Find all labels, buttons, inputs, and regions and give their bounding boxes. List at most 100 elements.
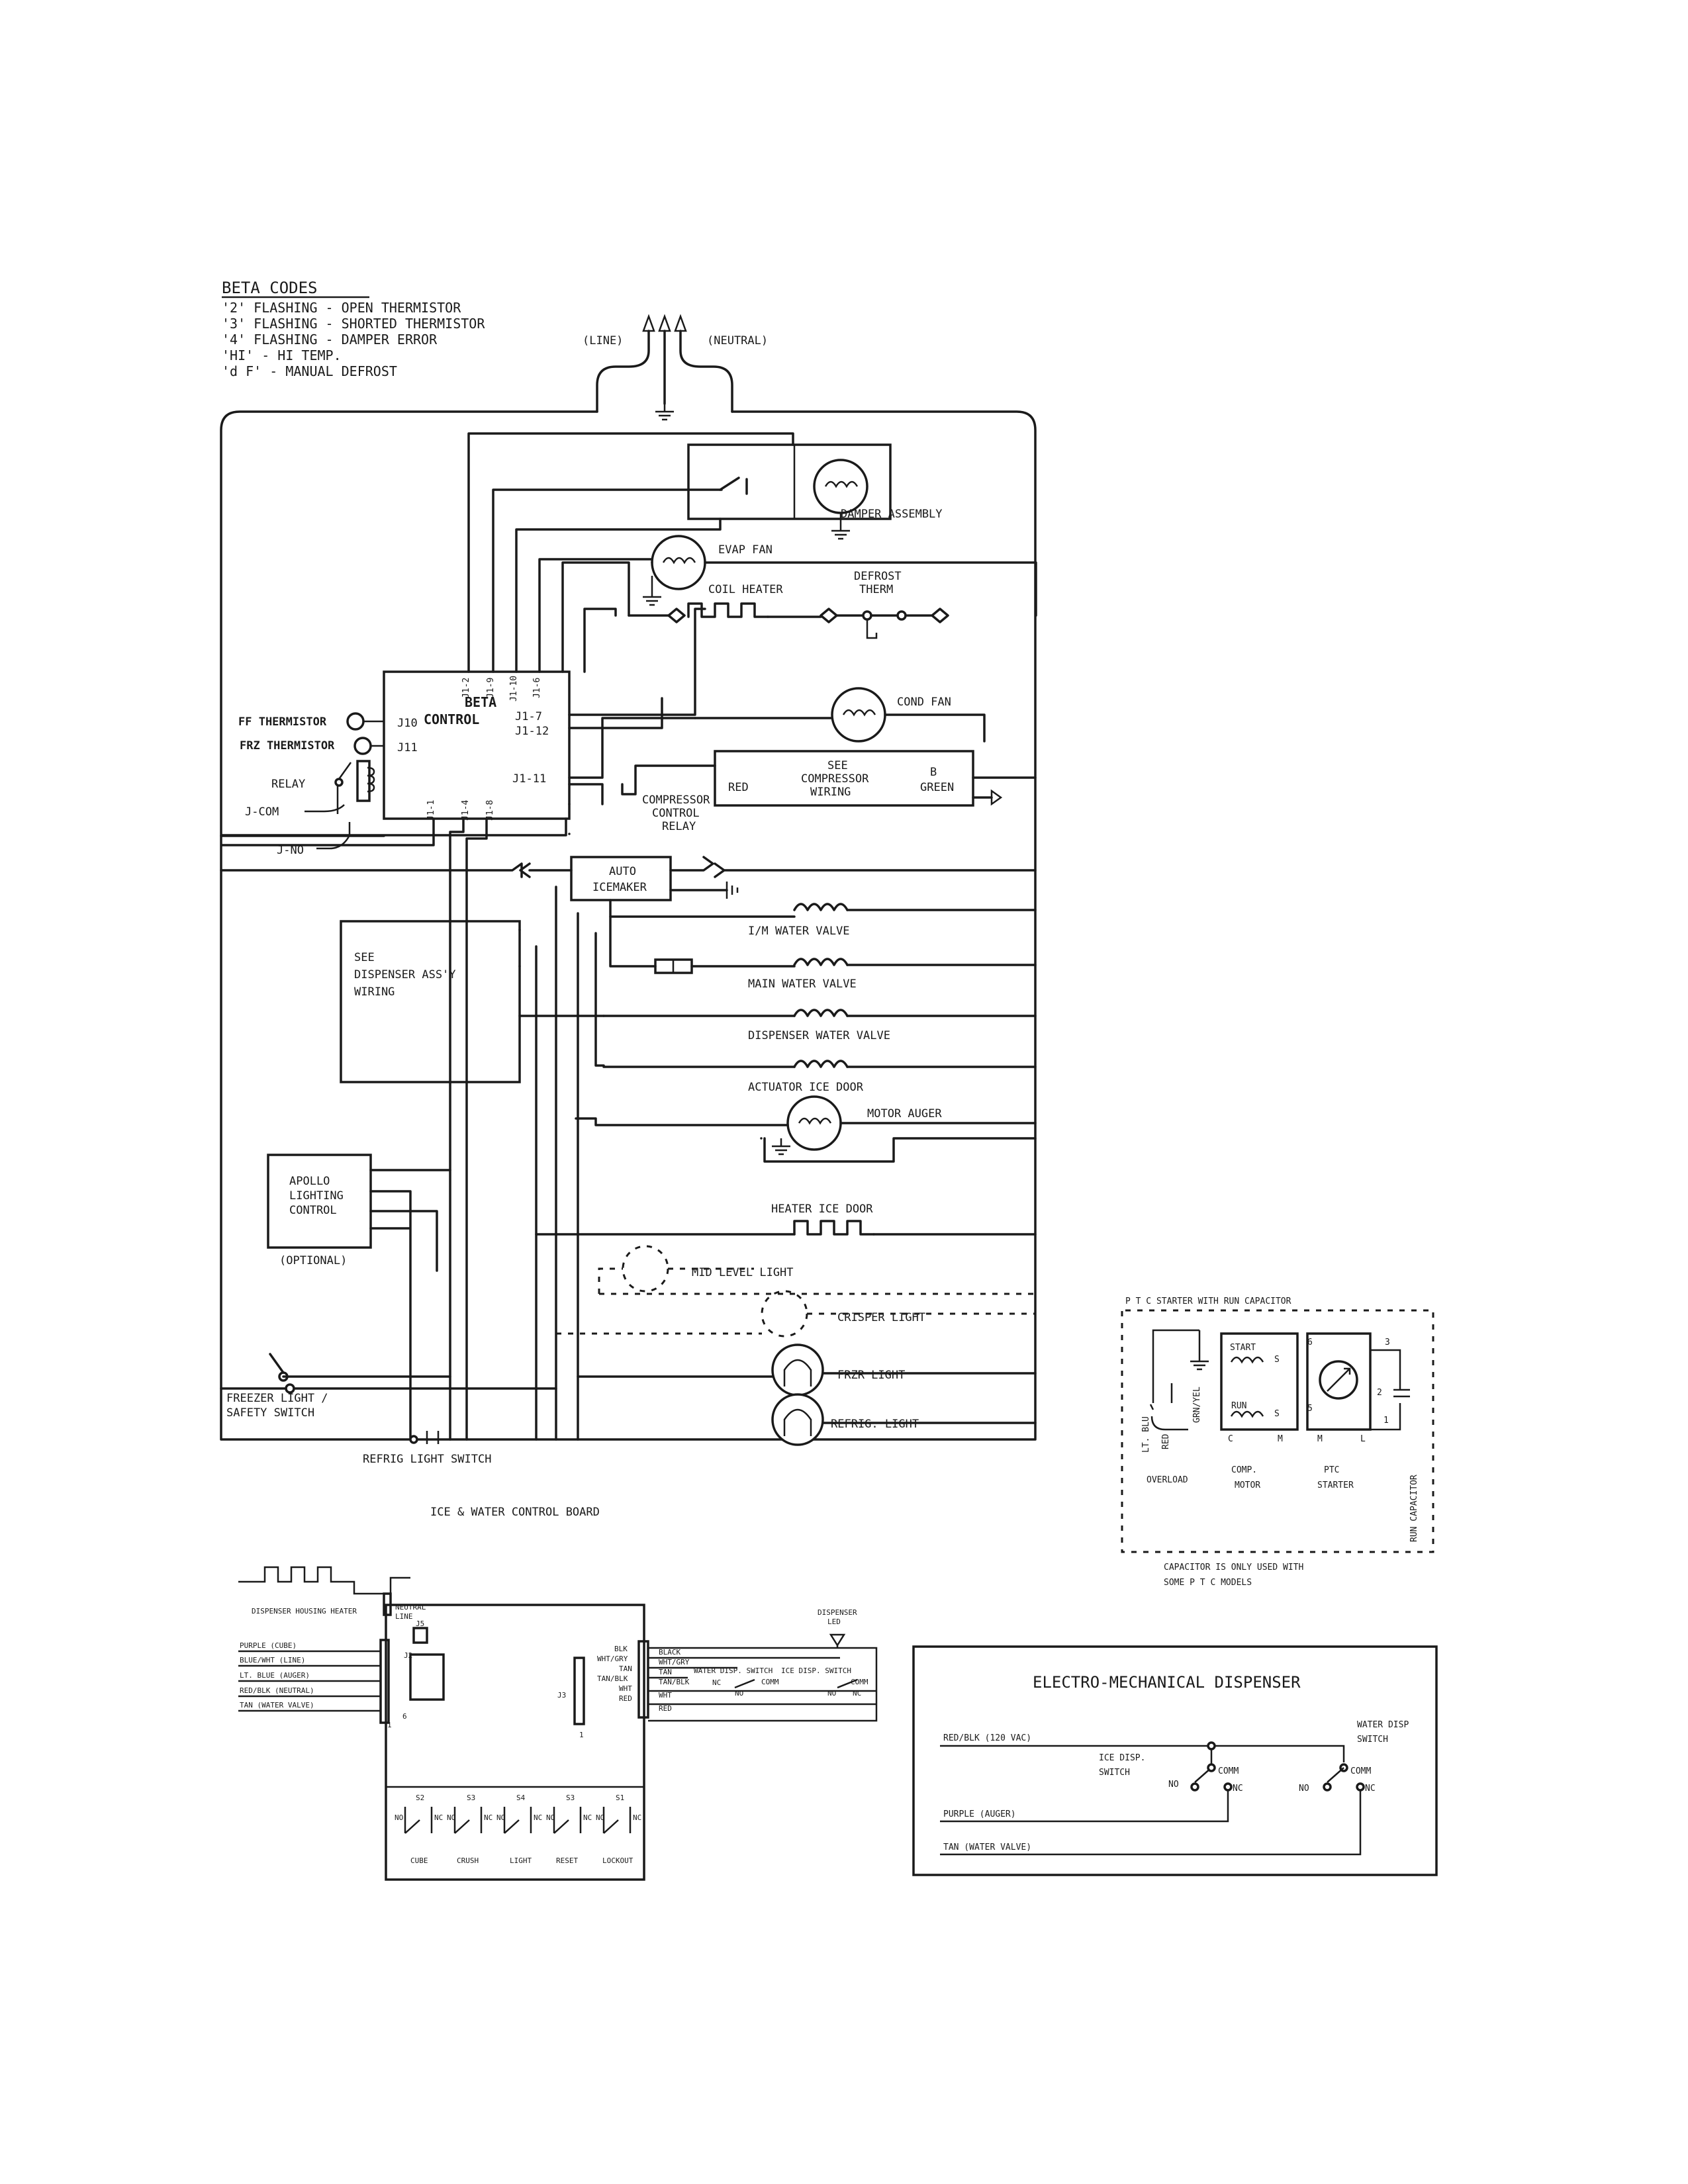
refrig-light-switch-label: REFRIG LIGHT SWITCH [363, 1453, 491, 1466]
switch-contact-label: NC [484, 1813, 492, 1822]
red-blk-label: RED/BLK (120 VAC) [943, 1733, 1031, 1743]
compressor: SEE COMPRESSOR WIRING RED B GREEN [714, 750, 1037, 807]
run-capacitor-label: RUN CAPACITOR [1409, 1475, 1419, 1542]
right-conn-label: TAN [619, 1664, 632, 1673]
left-wire-label: PURPLE (CUBE) [240, 1641, 297, 1650]
housing-heater-label: DISPENSER HOUSING HEATER [252, 1607, 357, 1615]
compressor-control-relay: COMPRESSOR CONTROL RELAY [568, 764, 716, 833]
apollo-label: APOLLO [289, 1175, 330, 1188]
frzr-light-label: FRZR LIGHT [837, 1369, 905, 1382]
left-wire-label: BLUE/WHT (LINE) [240, 1656, 305, 1664]
coil-heater: COIL HEATER [628, 583, 865, 623]
power-supply: (LINE) (NEUTRAL) [583, 314, 768, 421]
left-wire-label: TAN (WATER VALVE) [240, 1701, 314, 1709]
ptc-note: SOME P T C MODELS [1164, 1578, 1252, 1588]
switch-contact-label: NO [827, 1689, 836, 1698]
refrig-light: REFRIG. LIGHT [771, 1393, 1037, 1446]
switch-contact-label: NC [534, 1813, 542, 1822]
ice-switch-label: SWITCH [1099, 1768, 1130, 1778]
right-wire-label: TAN/BLK [659, 1678, 690, 1686]
dispenser-assy-label: SEE [354, 951, 375, 964]
freezer-light-safety-switch: FREEZER LIGHT / SAFETY SWITCH [220, 1353, 557, 1420]
main-water-valve-label: MAIN WATER VALVE [748, 978, 857, 991]
beta-pin: J1-7 [515, 710, 542, 723]
switch-contact-label: NO [395, 1813, 403, 1822]
left-wire-label: LT. BLUE (AUGER) [240, 1671, 310, 1680]
beta-control-label: CONTROL [424, 711, 479, 727]
switch-label: RESET [556, 1856, 578, 1865]
dispenser-water-valve: DISPENSER WATER VALVE [602, 1009, 1037, 1042]
j3-label: J3 [557, 1691, 566, 1700]
switch-id: S3 [566, 1794, 575, 1802]
ptc-wire-label: GRN/YEL [1192, 1387, 1202, 1423]
dispenser-assy-label: DISPENSER ASS'Y [354, 968, 456, 981]
left-wire-label: RED/BLK (NEUTRAL) [240, 1686, 314, 1695]
beta-code-line: '2' FLASHING - OPEN THERMISTOR [222, 300, 461, 316]
switch-id: S4 [516, 1794, 526, 1802]
auto-icemaker: AUTO ICEMAKER [220, 856, 1037, 901]
line-label: LINE [395, 1612, 413, 1621]
im-water-valve: I/M WATER VALVE [609, 899, 1037, 938]
right-wire-label: TAN [659, 1668, 672, 1676]
coil-pin-label: S [1274, 1355, 1280, 1365]
beta-pin: J10 [397, 717, 418, 730]
beta-code-line: 'HI' - HI TEMP. [222, 347, 342, 363]
comp-motor-label: COMP. [1231, 1465, 1257, 1475]
dispenser-led-label: DISPENSER [818, 1608, 857, 1617]
switch-contact-label: COMM [761, 1678, 779, 1686]
compressor-label: WIRING [810, 786, 851, 799]
term-number: 3 [1385, 1338, 1390, 1347]
switch-id: S2 [416, 1794, 424, 1802]
water-disp-switch-label: WATER DISP. SWITCH [694, 1666, 773, 1675]
right-wire-label: BLACK [659, 1648, 680, 1657]
switch-contact-label: NO [596, 1813, 604, 1822]
right-wire-label: WHT [659, 1691, 672, 1700]
im-water-valve-label: I/M WATER VALVE [748, 925, 850, 938]
defrost-therm-label: DEFROST [854, 570, 902, 583]
term-number: 1 [1383, 1416, 1389, 1426]
apollo-label: CONTROL [289, 1204, 337, 1217]
beta-pin: J1-2 [461, 678, 471, 698]
ptc-note: CAPACITOR IS ONLY USED WITH [1164, 1563, 1303, 1572]
electro-mechanical-dispenser: ELECTRO-MECHANICAL DISPENSER RED/BLK (12… [912, 1645, 1438, 1876]
ff-thermistor-label: FF THERMISTOR [238, 715, 327, 729]
beta-pin: J1-10 [509, 676, 519, 702]
right-conn-label: BLK [614, 1645, 628, 1653]
defrost-therm-label: THERM [859, 583, 893, 596]
icemaker-label: ICEMAKER [592, 881, 647, 894]
apollo-optional-label: (OPTIONAL) [279, 1254, 347, 1267]
dispenser-water-valve-label: DISPENSER WATER VALVE [748, 1029, 890, 1042]
right-conn-label: TAN/BLK [597, 1674, 628, 1683]
damper-assembly: DAMPER ASSEMBLY [687, 443, 943, 540]
ptc-title: P T C STARTER WITH RUN CAPACITOR [1125, 1297, 1291, 1306]
pin-label: 1 [387, 1721, 392, 1729]
beta-code-line: '3' FLASHING - SHORTED THERMISTOR [222, 316, 485, 332]
freezer-switch-label: SAFETY SWITCH [226, 1406, 314, 1420]
relay: RELAY J-COM J-NO [245, 760, 375, 857]
ptc-pin: L [1360, 1434, 1366, 1444]
switch-contact-label: NC [853, 1689, 861, 1698]
switch-contact-label: NO [447, 1813, 455, 1822]
term-number: 6 [1307, 1338, 1313, 1347]
dispenser-assy-label: WIRING [354, 985, 395, 999]
motor-auger-label: MOTOR AUGER [867, 1107, 942, 1120]
right-conn-label: RED [619, 1694, 632, 1703]
beta-codes-title: BETA CODES [222, 279, 318, 297]
electro-title: ELECTRO-MECHANICAL DISPENSER [1033, 1673, 1301, 1692]
compressor-b-label: B [930, 766, 937, 779]
ice-switch-label: ICE DISP. [1099, 1753, 1145, 1763]
motor-pin: C [1228, 1434, 1233, 1444]
term-number: 5 [1307, 1404, 1313, 1414]
beta-control-label: BETA [465, 694, 496, 710]
switch-id: S1 [616, 1794, 624, 1802]
j-no-label: J-NO [277, 844, 304, 857]
ptc-wire-label: LT. BLU [1141, 1416, 1151, 1453]
tan-label: TAN (WATER VALVE) [943, 1843, 1031, 1852]
dispenser-assy: SEE DISPENSER ASS'Y WIRING [340, 920, 521, 1083]
purple-label: PURPLE (AUGER) [943, 1809, 1016, 1819]
beta-pin: J1-4 [461, 800, 471, 821]
freezer-switch-label: FREEZER LIGHT / [226, 1392, 328, 1405]
no-label: NO [1168, 1780, 1179, 1790]
compressor-relay-label: COMPRESSOR [642, 794, 710, 807]
